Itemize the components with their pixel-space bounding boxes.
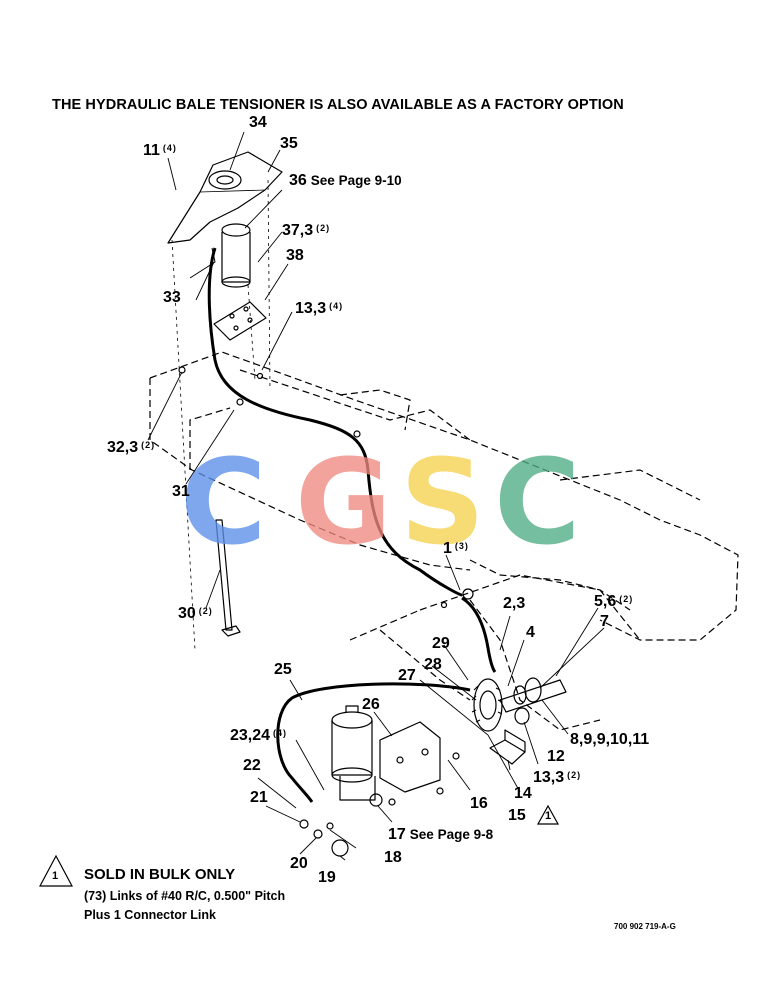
callout-label: 30(2) [178, 605, 213, 622]
callout-label: 14 [514, 785, 532, 802]
callout-label: 18 [384, 849, 402, 866]
page-title: THE HYDRAULIC BALE TENSIONER IS ALSO AVA… [52, 97, 624, 113]
callout-label: 16 [470, 795, 488, 812]
bulk-note-line-2: Plus 1 Connector Link [84, 908, 216, 922]
callout-label: 29 [432, 635, 450, 652]
callout-label: 27 [398, 667, 416, 684]
bulk-marker-number: 1 [545, 810, 552, 822]
bulk-note-triangle [39, 854, 73, 887]
bulk-note-heading: SOLD IN BULK ONLY [84, 866, 236, 883]
callout-label: 31 [172, 483, 190, 500]
callout-label: 38 [286, 247, 304, 264]
callout-label: 8,9,9,10,11 [570, 731, 650, 748]
callout-label: 12 [547, 748, 565, 765]
callout-label: 32,3(2) [107, 439, 156, 456]
callout-label: 1(3) [443, 540, 469, 557]
callout-label: 2,3 [503, 595, 526, 612]
bulk-marker-triangle [536, 804, 560, 825]
callout-label: 26 [362, 696, 380, 713]
mount-bracket-shape [167, 151, 283, 244]
callout-label: 35 [280, 135, 298, 152]
callout-label: 23,24(4) [230, 727, 288, 744]
callout-label: 21 [250, 789, 268, 806]
callout-label: 25 [274, 661, 292, 678]
drawing-part-number: 700 902 719-A-G [614, 922, 676, 931]
callout-label: 33 [163, 289, 181, 306]
callout-label: 28 [424, 656, 442, 673]
callout-label: 19 [318, 869, 336, 886]
watermark-letter: S [400, 433, 485, 571]
callout-label: 15 [508, 807, 526, 824]
callout-label: 34 [249, 114, 267, 131]
callout-label: 4 [526, 624, 535, 641]
watermark-letter: C [180, 433, 267, 571]
callout-label: 22 [243, 757, 261, 774]
watermark-letter: C [494, 433, 581, 571]
bulk-note-marker-number: 1 [52, 870, 59, 882]
callout-label: 5,6(2) [594, 593, 634, 610]
callout-label: 7 [600, 613, 609, 630]
callout-label: 13,3(2) [533, 769, 582, 786]
callout-label: 37,3(2) [282, 222, 331, 239]
callout-label: 11(4) [143, 142, 177, 159]
bulk-note-line-1: (73) Links of #40 R/C, 0.500" Pitch [84, 889, 286, 903]
callout-label: 20 [290, 855, 308, 872]
watermark-letter: G [295, 433, 392, 571]
callout-label: 13,3(4) [295, 300, 344, 317]
